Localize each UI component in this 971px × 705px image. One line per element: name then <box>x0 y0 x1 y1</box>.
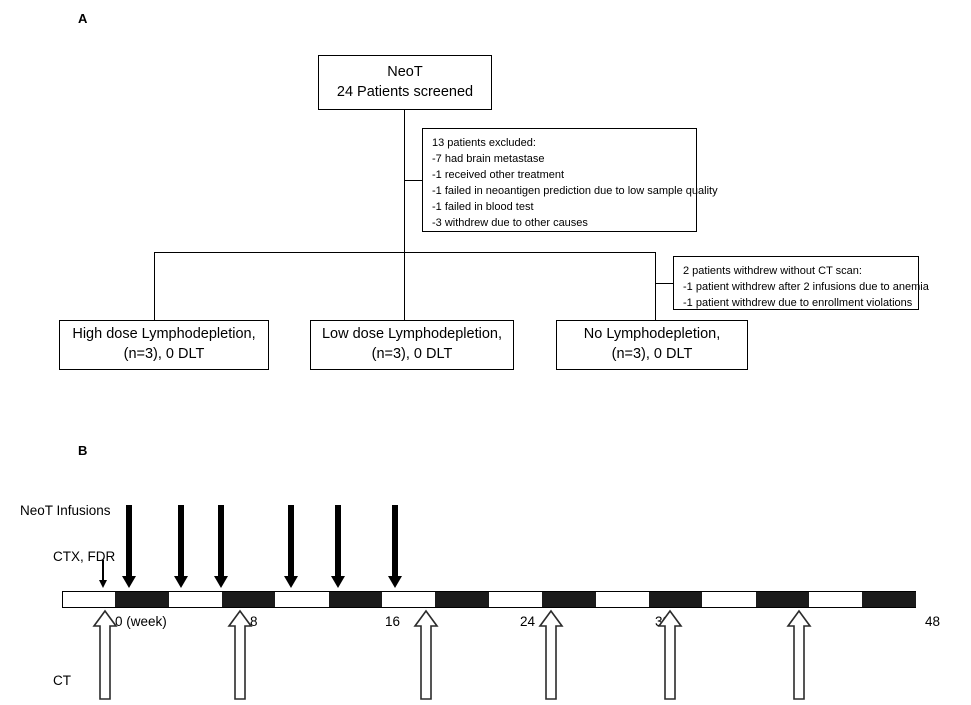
connector-drop-none <box>655 252 657 320</box>
neot-infusion-arrow <box>213 505 229 588</box>
arm-label-line1: No Lymphodepletion, <box>583 326 721 343</box>
connector-withdrew <box>655 283 673 285</box>
label-ctx-fdr: CTX, FDR <box>53 549 116 564</box>
box-screened-line1: NeoT <box>387 63 423 80</box>
ct-scan-arrow <box>537 609 564 701</box>
neot-infusion-arrow <box>387 505 403 588</box>
timeline-tick-label: 24 <box>520 614 536 629</box>
neot-infusion-arrow <box>283 505 299 588</box>
ct-scan-arrow <box>227 609 253 701</box>
ct-scan-arrow <box>657 609 683 701</box>
box-arm-no-lymphodepletion: No Lymphodepletion, (n=3), 0 DLT <box>556 320 748 370</box>
connector-drop-low <box>404 252 406 320</box>
timeline-tick-label: 16 <box>385 614 401 629</box>
timeline-segment <box>862 592 916 607</box>
panel-letter-b: B <box>78 443 88 458</box>
label-ct: CT <box>53 673 71 688</box>
timeline-tick-label: 0 (week) <box>115 614 167 629</box>
connector-excluded <box>404 180 422 182</box>
timeline-tick-label: 48 <box>925 614 941 629</box>
arm-label-line2: (n=3), 0 DLT <box>123 346 205 362</box>
timeline-segment <box>115 592 169 607</box>
box-excluded: 13 patients excluded: -7 had brain metas… <box>422 128 718 232</box>
box-excluded-header: 13 patients excluded: <box>432 137 536 149</box>
ct-scan-arrow <box>92 609 118 701</box>
box-withdrew-item: -1 patient withdrew due to enrollment vi… <box>683 297 913 310</box>
ct-scan-arrow <box>785 609 812 701</box>
panel-letter-a: A <box>78 11 88 26</box>
neot-infusion-arrow <box>173 505 189 588</box>
arm-label-line1: Low dose Lymphodepletion, <box>321 326 503 343</box>
box-excluded-item: -1 failed in blood test <box>432 201 534 214</box>
box-withdrew-item: -1 patient withdrew after 2 infusions du… <box>683 281 929 294</box>
box-screened-line2: 24 Patients screened <box>336 83 474 100</box>
arm-label-line2: (n=3), 0 DLT <box>611 346 693 362</box>
box-excluded-item: -7 had brain metastase <box>432 153 545 166</box>
neot-infusion-arrow <box>330 505 346 588</box>
label-neot-infusions: NeoT Infusions <box>20 503 111 518</box>
timeline-bar <box>62 591 916 608</box>
connector-drop-high <box>154 252 156 320</box>
box-withdrew-no-ct: 2 patients withdrew without CT scan: -1 … <box>673 256 929 310</box>
timeline-tick-label: 8 <box>250 614 258 629</box>
timeline-segment <box>435 592 489 607</box>
timeline-segment <box>542 592 596 607</box>
box-withdrew-header: 2 patients withdrew without CT scan: <box>683 265 862 277</box>
box-arm-high-dose: High dose Lymphodepletion, (n=3), 0 DLT <box>59 320 269 370</box>
timeline-segment <box>648 592 703 607</box>
connector-stem-main <box>404 110 406 253</box>
ct-scan-arrow <box>413 609 439 701</box>
arm-label-line2: (n=3), 0 DLT <box>371 346 453 362</box>
timeline-segment <box>755 592 810 607</box>
box-excluded-item: -1 received other treatment <box>432 169 565 182</box>
ctx-fdr-arrow <box>98 560 108 588</box>
box-excluded-item: -1 failed in neoantigen prediction due t… <box>432 185 718 198</box>
box-excluded-item: -3 withdrew due to other causes <box>432 217 588 230</box>
timeline-segment <box>221 592 276 607</box>
box-arm-low-dose: Low dose Lymphodepletion, (n=3), 0 DLT <box>310 320 514 370</box>
arm-label-line1: High dose Lymphodepletion, <box>72 326 256 343</box>
neot-infusion-arrow <box>121 505 137 588</box>
box-screened: NeoT 24 Patients screened <box>318 55 492 110</box>
timeline-segment <box>328 592 383 607</box>
